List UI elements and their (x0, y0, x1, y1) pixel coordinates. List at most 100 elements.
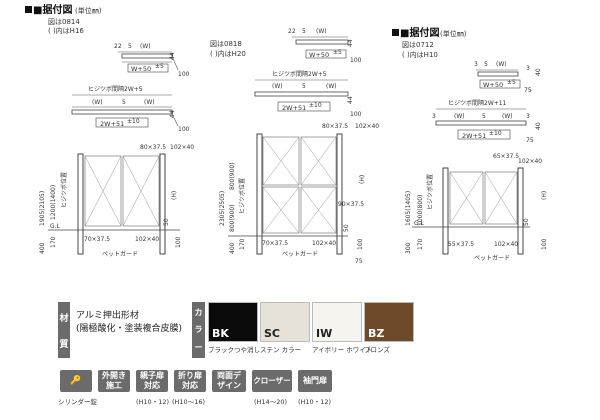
svg-text:(W): (W) (326, 83, 337, 90)
plan-view-b3: ヒジツボ間隔2W+11 3 (W) 5 (W) 3 40 2W+51 ±10 7… (432, 99, 542, 144)
svg-text:±5: ±5 (507, 79, 516, 86)
svg-text:ヒジツボ間隔2W+5: ヒジツボ間隔2W+5 (272, 70, 327, 78)
svg-text:1000(800): 1000(800) (417, 195, 424, 226)
svg-text:3: 3 (474, 61, 478, 68)
label-petguard: ペットガード (102, 250, 138, 258)
svg-text:(H): (H) (541, 191, 548, 200)
svg-text:800(900): 800(900) (229, 204, 236, 232)
material-line-2: (陽極酸化・塗装複合皮膜) (76, 324, 183, 334)
color-code-bk: BK (212, 327, 229, 340)
svg-text:100: 100 (350, 111, 362, 118)
color-name-bz: ブロンズ (364, 346, 390, 354)
svg-text:2W+51: 2W+51 (282, 104, 306, 112)
dim-2w51: 2W+51 (100, 120, 124, 128)
dim-w: (W) (140, 43, 151, 50)
svg-text:(W): (W) (502, 113, 513, 120)
color-code-bz: BZ (368, 327, 385, 340)
svg-text:65×37.5: 65×37.5 (493, 153, 519, 160)
svg-text:75: 75 (526, 137, 534, 144)
material-tag: 材 質 (58, 302, 70, 358)
dim-pm5: ±5 (155, 63, 164, 70)
dim-50: 50 (163, 218, 170, 226)
color-code-sc: SC (264, 327, 280, 340)
elevation-1: 80×37.5 102×40 G.L 70×37.5 102×40 ペットガード… (39, 144, 194, 258)
svg-text:50: 50 (523, 218, 530, 226)
svg-text:ヒジツボ位置: ヒジツボ位置 (426, 174, 434, 210)
section1-unit: (単位㎜) (75, 6, 102, 15)
label-hijitsubo: ヒジツボ位置 (60, 172, 68, 208)
color-code-iw: IW (316, 327, 333, 340)
dim-170: 170 (50, 236, 57, 248)
svg-text:ペットガード: ペットガード (474, 254, 510, 262)
dim-70x37: 70×37.5 (84, 236, 110, 243)
svg-text:80×37.5: 80×37.5 (322, 123, 348, 130)
svg-text:800(900): 800(900) (229, 162, 236, 190)
plan-view-b1: ヒジツボ間隔2W+5 (W) 5 (W) 44 2W+51 ±10 100 (71, 85, 190, 133)
svg-text:102×40: 102×40 (312, 240, 336, 247)
svg-text:(H): (H) (359, 175, 366, 184)
svg-text:3: 3 (526, 65, 530, 72)
svg-text:±10: ±10 (489, 130, 502, 137)
svg-text:W+50: W+50 (483, 81, 503, 89)
dim-44: 44 (169, 52, 176, 60)
dim-100-b: 100 (178, 126, 190, 133)
svg-text:40: 40 (535, 122, 542, 130)
svg-text:ペットガード: ペットガード (282, 250, 318, 258)
svg-text:100: 100 (357, 238, 364, 250)
section3-note: ( )内はH10 (402, 50, 438, 59)
plan-view-a3: 3 5 (W) 3 40 W+50 ±5 75 (474, 61, 542, 94)
svg-text:W+50: W+50 (309, 51, 329, 59)
section2-note: ( )内はH20 (210, 49, 246, 58)
svg-text:2305(2505): 2305(2505) (219, 191, 226, 226)
dim-pm10: ±10 (127, 118, 140, 125)
svg-text:75: 75 (524, 87, 532, 94)
dim-h1905: 1905(2105) (39, 191, 46, 226)
svg-text:2W+51: 2W+51 (462, 132, 486, 140)
svg-text:±10: ±10 (309, 102, 322, 109)
dim-100-c: 100 (175, 236, 182, 248)
dim-hiji2w5: ヒジツボ間隔2W+5 (88, 85, 143, 93)
section3-header-square (392, 29, 399, 36)
svg-text:5: 5 (302, 28, 306, 35)
plan-view-a2: 22 5 (W) 44 W+50 ±5 100 (288, 28, 362, 64)
svg-text:±5: ±5 (333, 49, 342, 56)
dim-100: 100 (178, 71, 190, 78)
color-name-iw: アイボリー ホワイト (312, 346, 373, 354)
svg-text:100: 100 (541, 238, 548, 250)
svg-text:22: 22 (288, 28, 296, 35)
dim-400: 400 (39, 242, 46, 254)
svg-text:55×37.5: 55×37.5 (448, 241, 474, 248)
svg-text:300: 300 (405, 242, 412, 254)
section2-figure: 図は0818 (210, 40, 242, 48)
svg-text:(W): (W) (454, 113, 465, 120)
dim-h1200: 1200(1400) (50, 185, 57, 220)
key-icon: 🔑 (60, 370, 92, 392)
section3-figure: 図は0712 (402, 41, 434, 49)
svg-text:3: 3 (526, 113, 530, 120)
color-swatch-bz: BZ (364, 302, 414, 342)
svg-text:ヒジツボ位置: ヒジツボ位置 (238, 178, 246, 214)
plan-view-b2: ヒジツボ間隔2W+5 (W) 5 (W) 44 2W+51 ±10 100 (254, 70, 362, 118)
svg-text:(W): (W) (272, 83, 283, 90)
svg-text:(W): (W) (496, 61, 507, 68)
dim-w50: W+50 (131, 65, 151, 73)
svg-text:G.L: G.L (414, 220, 425, 227)
section1-figure: 図は0814 (48, 18, 80, 26)
svg-text:102×40: 102×40 (355, 123, 379, 130)
dim-80x37: 80×37.5 (140, 144, 166, 151)
material-line-1: アルミ押出形材 (76, 311, 139, 321)
dim-102x40-b: 102×40 (135, 236, 159, 243)
section1-title: ■据付図 (33, 3, 72, 16)
dim-h: (H) (171, 191, 178, 200)
material-block: 材 質 アルミ押出形材 (陽極酸化・塗装複合皮膜) (58, 302, 198, 360)
svg-text:400: 400 (229, 242, 236, 254)
color-swatch-iw: IW (312, 302, 362, 342)
svg-text:1605(1405): 1605(1405) (405, 191, 412, 226)
section3-title: ■据付図 (400, 26, 439, 39)
section1-header-square (25, 6, 32, 13)
svg-text:(W): (W) (316, 28, 327, 35)
color-tag: カ ラ ー (192, 302, 205, 358)
dim-22: 22 (114, 43, 122, 50)
svg-text:170: 170 (239, 238, 246, 250)
dim-5: 5 (128, 43, 132, 50)
